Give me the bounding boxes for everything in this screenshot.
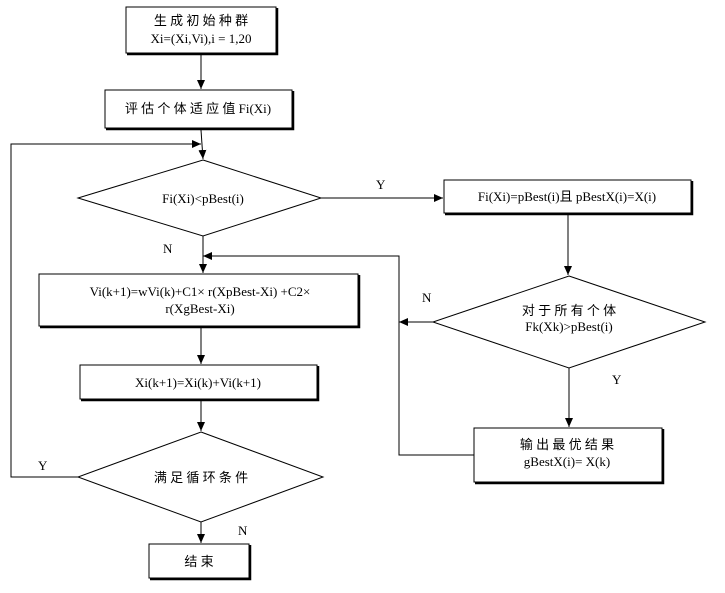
- decision-pbest-label: Fi(Xi)<pBest(i): [162, 191, 244, 206]
- evaluate-fitness-label: 评 估 个 体 适 应 值 Fi(Xi): [125, 101, 271, 116]
- update-velocity-box: Vi(k+1)=wVi(k)+C1× r(XpBest-Xi) +C2× r(X…: [38, 273, 361, 329]
- label-loop-yes: Y: [38, 458, 48, 473]
- output-best-title: 输 出 最 优 结 果: [520, 437, 614, 452]
- end-label: 结 束: [184, 554, 213, 569]
- decision-all-diamond: 对 于 所 有 个 体 Fk(Xk)>pBest(i): [431, 275, 707, 369]
- update-pbest-box: Fi(Xi)=pBest(i)且 pBestX(i)=X(i): [443, 179, 694, 216]
- label-pbest-no: N: [163, 241, 173, 256]
- decision-loop-label: 满 足 循 环 条 件: [154, 470, 248, 485]
- evaluate-fitness-box: 评 估 个 体 适 应 值 Fi(Xi): [104, 89, 295, 131]
- decision-loop-diamond: 满 足 循 环 条 件: [76, 431, 325, 523]
- decision-all-title: 对 于 所 有 个 体: [522, 303, 616, 318]
- update-pbest-label: Fi(Xi)=pBest(i)且 pBestX(i)=X(i): [478, 189, 656, 204]
- label-pbest-yes: Y: [376, 177, 386, 192]
- update-velocity-line1: Vi(k+1)=wVi(k)+C1× r(XpBest-Xi) +C2×: [90, 284, 311, 299]
- decision-all-condition: Fk(Xk)>pBest(i): [525, 319, 613, 334]
- decision-pbest-diamond: Fi(Xi)<pBest(i): [76, 159, 323, 237]
- update-velocity-line2: r(XgBest-Xi): [165, 301, 234, 316]
- label-all-no: N: [422, 290, 432, 305]
- update-position-label: Xi(k+1)=Xi(k)+Vi(k+1): [135, 375, 261, 390]
- label-loop-no: N: [238, 523, 248, 538]
- output-best-formula: gBestX(i)= X(k): [524, 454, 610, 469]
- output-best-box: 输 出 最 优 结 果 gBestX(i)= X(k): [473, 427, 665, 485]
- init-population-title: 生 成 初 始 种 群: [154, 13, 248, 28]
- edge-loop-yes-back: [10, 140, 201, 478]
- edge-evaluate-to-decision: [198, 129, 207, 160]
- init-population-formula: Xi=(Xi,Vi),i = 1,20: [151, 31, 252, 46]
- update-position-box: Xi(k+1)=Xi(k)+Vi(k+1): [79, 364, 320, 402]
- init-population-box: 生 成 初 始 种 群 Xi=(Xi,Vi),i = 1,20: [125, 6, 279, 56]
- end-box: 结 束: [148, 543, 252, 581]
- label-all-yes: Y: [612, 372, 622, 387]
- edge-output-loop-back: [203, 252, 474, 456]
